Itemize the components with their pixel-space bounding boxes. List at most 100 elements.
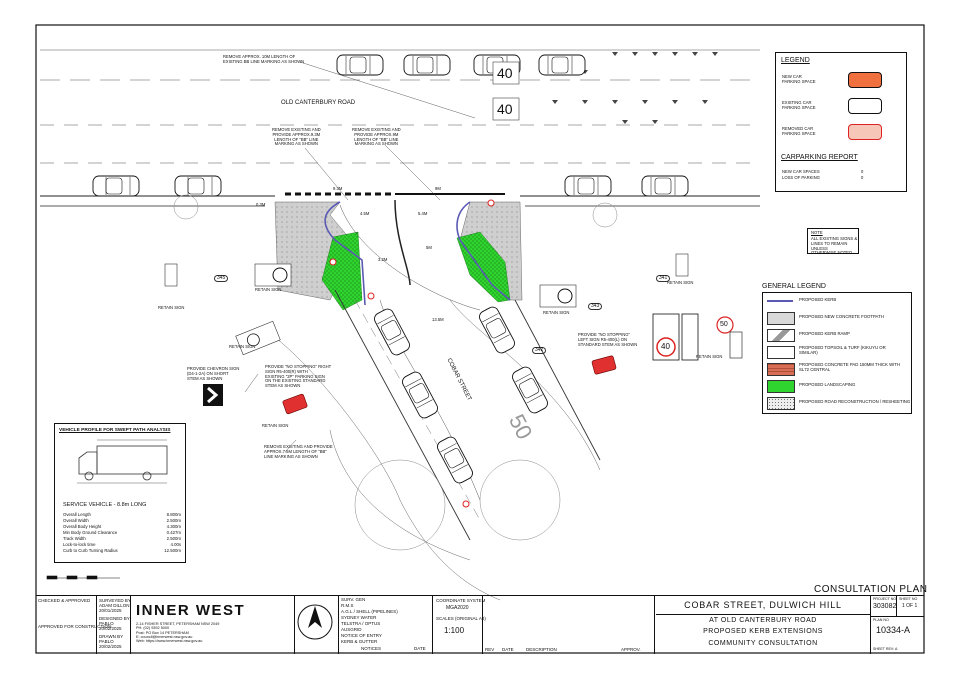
dimension-label: 4.5m (360, 211, 370, 216)
gl-label: PROPOSED KERB RAMP (799, 331, 850, 336)
report-loss-label: LOSS OF PARKING (782, 175, 820, 180)
service-row: AUSGRID (341, 627, 362, 632)
node-id: 345 (214, 275, 229, 282)
checked-approved-label: CHECKED & APPROVED (38, 598, 91, 603)
legend-title: LEGEND (781, 57, 810, 64)
gl-swatch-road-reconstruction (767, 397, 795, 410)
service-row: A.G.L / SHELL (PIPELINES) (341, 609, 398, 614)
retain-sign-label: RETAIN SIGN (543, 310, 570, 315)
purpose-label: PROPOSED KERB EXTENSIONS (703, 628, 823, 635)
gl-swatch-kerb (767, 295, 793, 306)
dimension-label: 0.3m (256, 202, 266, 207)
dimension-label: 9.3m (333, 186, 343, 191)
speed-marking-40-b: 40 (497, 101, 513, 117)
gl-label: PROPOSED NEW CONCRETE FOOTPATH (799, 314, 884, 319)
date-label: DATE (414, 646, 426, 651)
report-new-spaces-label: NEW CAR SPACES (782, 169, 820, 174)
dimension-label: 5m (426, 245, 432, 250)
coordinate-system-label: COORDINATE SYSTEM (436, 598, 486, 603)
gl-label: PROPOSED LANDSCAPING (799, 382, 856, 387)
note-remove-bb-bottom: REMOVE EXISTING AND PROVIDE APPROX.7.5m … (264, 444, 333, 459)
gl-row: PROPOSED KERB RAMP (763, 327, 911, 343)
rev-header: DESCRIPTION (526, 647, 557, 652)
new-car-symbol (848, 72, 882, 88)
rev-header: REV (485, 647, 495, 652)
existing-car-symbol (848, 98, 882, 114)
title-block: CHECKED & APPROVED APPROVED FOR CONSTRUC… (36, 595, 924, 654)
node-id: 342 (532, 347, 547, 354)
node-id: 341 (656, 275, 671, 282)
carparking-report-title: CARPARKING REPORT (781, 154, 858, 161)
scales-label: SCALES (ORIGINAL A3) (436, 616, 486, 621)
gl-label: PROPOSED TOPSOIL & TURF (KIKUYU OR SIMIL… (799, 345, 886, 355)
consultation-plan-header: CONSULTATION PLAN (814, 584, 928, 595)
report-new-spaces-value: 0 (861, 169, 864, 174)
gl-row: PROPOSED TOPSOIL & TURF (KIKUYU OR SIMIL… (763, 344, 911, 360)
scale-value: 1:100 (444, 626, 465, 635)
report-loss-value: 0 (861, 175, 864, 180)
gl-swatch-footpath (767, 312, 795, 325)
note-title: NOTE (811, 230, 823, 235)
retain-sign-label: RETAIN SIGN (158, 305, 185, 310)
dimension-label: 13.5m (432, 317, 444, 322)
coordinate-system-value: MGA2020 (446, 605, 469, 611)
gl-label: PROPOSED ROAD RECONSTRUCTION / RESHEETIN… (799, 399, 911, 404)
note-box: NOTE ALL EXISTING SIGNS & LINES TO REMAI… (807, 228, 859, 256)
general-legend-title: GENERAL LEGEND (762, 283, 826, 290)
gl-row: PROPOSED KERB (763, 293, 911, 309)
note-remove-bb-right: REMOVE EXISTING AND PROVIDE APPROX.9m LE… (352, 127, 401, 147)
rev-header: APPROV. (621, 647, 641, 652)
drawn-by: DRAWN BY PABLO 20/02/2025 (99, 634, 124, 649)
speed-sign-50: 50 (720, 321, 728, 328)
service-row: R.M.S (341, 603, 354, 608)
gl-row: PROPOSED NEW CONCRETE FOOTPATH (763, 310, 911, 326)
removed-car-symbol (848, 124, 882, 140)
legend-box: LEGEND NEW CAR PARKING SPACE EXISTING CA… (775, 52, 907, 192)
gl-row: PROPOSED CONCRETE PAD 150mm THICK WITH S… (763, 361, 911, 377)
general-legend-box: PROPOSED KERB PROPOSED NEW CONCRETE FOOT… (762, 292, 912, 414)
gl-row: PROPOSED ROAD RECONSTRUCTION / RESHEETIN… (763, 395, 911, 411)
project-no-label: PROJECT NO (873, 597, 897, 601)
service-row: SYDNEY WATER (341, 615, 377, 620)
note-chevron-sign: PROVIDE CHEVRON SIGN (D4-1-2A) ON SHORT … (187, 366, 240, 381)
surveyed-by: SURVEYED BY ADAM DILLON 20/01/2025 (99, 598, 131, 613)
plan-no-label: PLAN NO (873, 618, 889, 622)
inner-west-logo: INNER WEST (136, 602, 246, 619)
stage-label: COMMUNITY CONSULTATION (708, 640, 818, 647)
service-row: TELSTRA / OPTUS (341, 621, 381, 626)
node-id: 343 (588, 303, 603, 310)
note-remove-bb-10m: REMOVE APPROX. 10m LENGTH OF EXISTING BB… (223, 54, 305, 64)
gl-row: PROPOSED LANDSCAPING (763, 378, 911, 394)
gl-swatch-turf (767, 346, 795, 359)
service-row: NOTICE OF ENTRY (341, 633, 382, 638)
retain-sign-label: RETAIN SIGN (667, 280, 694, 285)
plan-no-value: 10334-A (876, 625, 911, 635)
truck-diagram (77, 439, 168, 484)
approved-construction-label: APPROVED FOR CONSTRUCTION (38, 624, 112, 629)
retain-sign-label: RETAIN SIGN (696, 354, 723, 359)
note-text: ALL EXISTING SIGNS & LINES TO REMAIN UNL… (811, 236, 858, 256)
sheet-no-label: SHEET No (899, 597, 918, 601)
sheet-rev: SHEET REV: A (873, 647, 898, 651)
notices-label: NOTICES (361, 646, 382, 651)
dimension-label: 5.4m (418, 211, 428, 216)
service-vehicle-label: SERVICE VEHICLE - 8.8m LONG (63, 502, 147, 508)
legend-item-existing-car: EXISTING CAR PARKING SPACE (782, 100, 816, 110)
at-road-label: AT OLD CANTERBURY ROAD (709, 617, 817, 624)
legend-item-new-car: NEW CAR PARKING SPACE (782, 74, 816, 84)
speed-marking-40-a: 40 (497, 65, 513, 81)
service-row: SURV. GEN (341, 597, 366, 602)
note-no-stopping-left: PROVIDE "NO STOPPING" RIGHT SIGN R5-400(… (265, 364, 332, 389)
dimension-label: 3.2m (378, 257, 388, 262)
gl-swatch-landscaping (767, 380, 795, 393)
retain-sign-label: RETAIN SIGN (262, 423, 289, 428)
